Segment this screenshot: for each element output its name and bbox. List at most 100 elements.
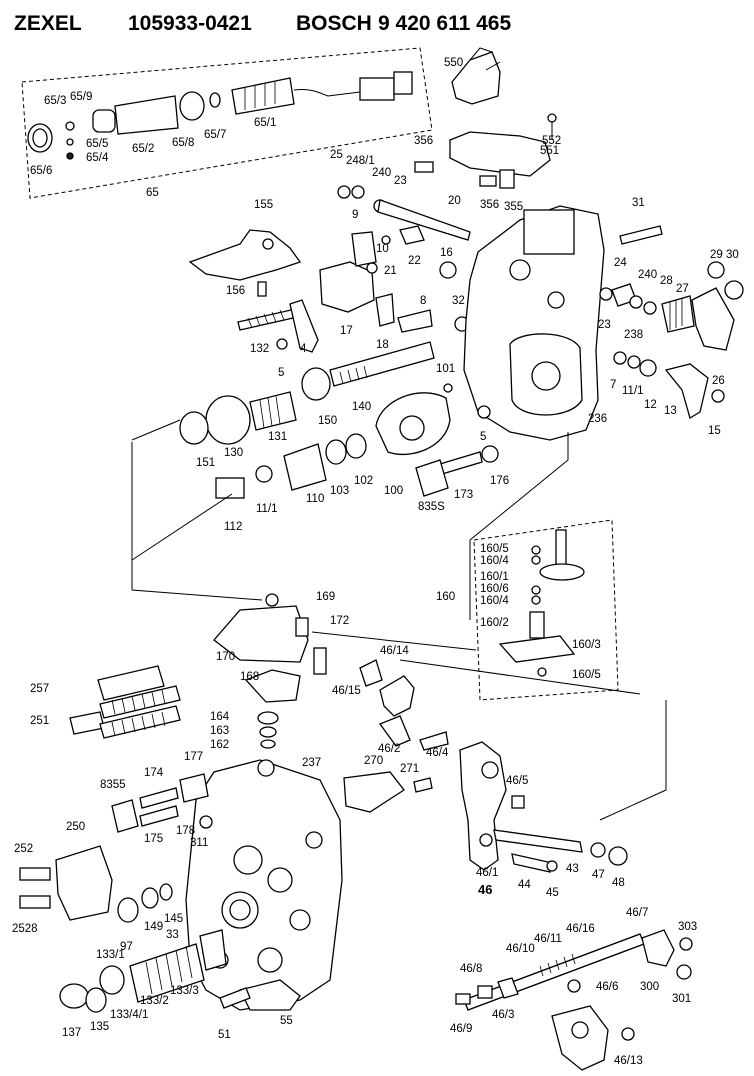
screw-156 <box>257 281 267 297</box>
bolt-356-a <box>414 161 434 173</box>
header-bosch-brand: BOSCH <box>296 12 372 35</box>
plug-16 <box>439 261 457 279</box>
callout-355: 355 <box>504 201 523 213</box>
callout-labels: 65/3 65/9 65/5 65/4 65/6 65/2 65/8 65/7 … <box>12 57 739 1067</box>
lever-46-13-eye <box>571 1021 589 1039</box>
main-housing <box>185 759 433 1011</box>
callout-160-4-b: 160/4 <box>480 595 509 607</box>
nut-46-13 <box>621 1027 635 1041</box>
callout-149: 149 <box>144 921 163 933</box>
callout-43: 43 <box>566 863 579 875</box>
header-zexel-number: 105933-0421 <box>128 12 252 35</box>
callout-46-9: 46/9 <box>450 1023 472 1035</box>
spring-131-coils <box>259 395 281 429</box>
governor-lever-group <box>319 225 470 333</box>
part-46-8 <box>477 985 493 999</box>
nut-301 <box>676 964 692 980</box>
callout-10: 10 <box>376 243 389 255</box>
spring-27 <box>661 295 695 333</box>
callout-47: 47 <box>592 869 605 881</box>
callout-169: 169 <box>316 591 335 603</box>
callout-356-a: 356 <box>414 135 433 147</box>
callout-174: 174 <box>144 767 164 779</box>
washer-162 <box>260 739 276 749</box>
bolt-356-b <box>479 175 497 187</box>
housing-237-boss <box>199 929 227 971</box>
callout-301: 301 <box>672 993 691 1005</box>
callout-65-3: 65/3 <box>44 95 66 107</box>
washer-47 <box>590 842 606 858</box>
callout-137: 137 <box>62 1027 81 1039</box>
lever-155-pivot <box>262 238 274 250</box>
pin-170 <box>313 647 327 675</box>
bolt-252 <box>19 867 51 881</box>
callout-65-4: 65/4 <box>86 152 109 164</box>
callout-4: 4 <box>300 343 307 355</box>
callout-160-1: 160/1 <box>480 571 509 583</box>
lower-left-group <box>69 593 327 749</box>
lever-26 <box>691 287 735 351</box>
callout-46-8: 46/8 <box>460 963 482 975</box>
spring-130 <box>205 395 251 445</box>
spring-132-coils <box>247 309 285 329</box>
callout-18: 18 <box>376 339 389 351</box>
callout-12: 12 <box>644 399 657 411</box>
plug-112 <box>215 477 245 499</box>
housing-top-boss <box>523 209 575 255</box>
callout-160-6: 160/6 <box>480 583 509 595</box>
callout-103: 103 <box>330 485 349 497</box>
callout-16: 16 <box>440 247 453 259</box>
washer-45 <box>546 860 558 872</box>
washer-149 <box>141 887 159 909</box>
lever-46-1 <box>459 741 507 871</box>
nut-30 <box>724 280 744 300</box>
header-bosch-number: 9 420 611 465 <box>378 12 511 35</box>
callout-65-1: 65/1 <box>254 117 276 129</box>
pin-5b <box>477 405 491 419</box>
sensor-550-wires <box>469 47 501 71</box>
callout-133-1: 133/1 <box>96 949 125 961</box>
callout-24: 24 <box>614 257 627 269</box>
lever-46-1-eye <box>481 761 499 779</box>
callout-13: 13 <box>664 405 677 417</box>
sensor-550 <box>451 51 501 105</box>
callout-46-15: 46/15 <box>332 685 361 697</box>
washer-11-1b <box>255 465 273 483</box>
callout-46-6: 46/6 <box>596 981 618 993</box>
washer-102 <box>345 433 367 459</box>
callout-48: 48 <box>612 877 625 889</box>
part-46-3 <box>497 977 519 999</box>
callout-176: 176 <box>490 475 509 487</box>
lever-46-group <box>359 659 628 873</box>
leader-112 <box>131 493 233 561</box>
part-46-4 <box>419 731 449 751</box>
washer-11-1 <box>627 355 641 369</box>
washer-97 <box>117 897 139 923</box>
lever-46-2 <box>378 715 411 747</box>
leader-172 <box>311 631 477 651</box>
sleeve-150 <box>301 367 331 401</box>
housing-237-bore-2 <box>267 867 293 893</box>
rod-46-group <box>455 929 693 1071</box>
callout-23-b: 23 <box>598 319 611 331</box>
callout-160: 160 <box>436 591 455 603</box>
lever-46-1-hole <box>479 833 493 847</box>
springs-251-coils <box>111 689 166 737</box>
callout-55: 55 <box>280 1015 293 1027</box>
solenoid-connector <box>359 77 395 101</box>
housing-port-2 <box>547 291 565 309</box>
callout-130: 130 <box>224 447 243 459</box>
leader-151 <box>131 419 181 441</box>
nut-135 <box>85 987 107 1013</box>
link-18 <box>375 293 395 327</box>
callout-46-7: 46/7 <box>626 907 648 919</box>
upper-shaft-group <box>337 185 471 241</box>
callout-22: 22 <box>408 255 421 267</box>
callout-7: 7 <box>610 379 616 391</box>
ring-145 <box>159 883 173 901</box>
callout-46-14: 46/14 <box>380 645 409 657</box>
callout-46-16: 46/16 <box>566 923 595 935</box>
callout-28: 28 <box>660 275 673 287</box>
callout-5-a: 5 <box>278 367 284 379</box>
